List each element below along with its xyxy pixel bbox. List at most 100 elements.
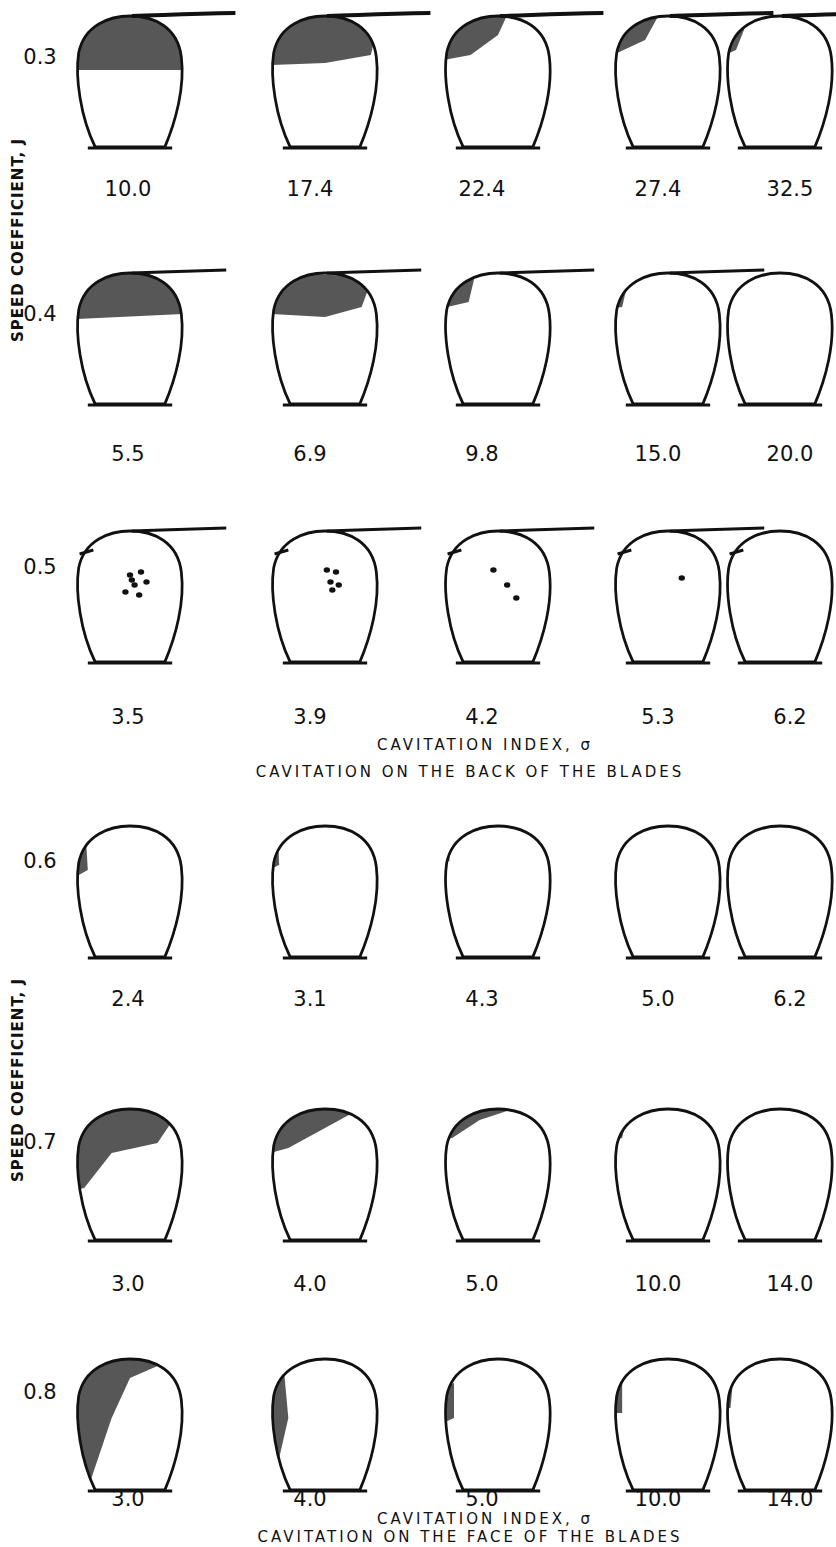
cavitation-bubble <box>679 575 685 581</box>
propeller-blade <box>616 528 765 663</box>
blade-root <box>456 1240 540 1243</box>
sigma-value: 4.0 <box>293 1488 326 1511</box>
cavitation-bubble <box>504 582 510 588</box>
blade-outline <box>273 531 378 662</box>
cavitation-region <box>270 272 373 317</box>
tip-vortex <box>782 13 836 16</box>
sigma-value: 3.5 <box>111 706 144 729</box>
cavitation-region <box>75 15 185 70</box>
sigma-value: 32.5 <box>767 178 814 201</box>
cavitation-bubble <box>490 567 496 573</box>
blade-root <box>738 1240 822 1243</box>
tip-vortex <box>670 528 764 531</box>
propeller-blade <box>270 1108 377 1241</box>
cavitation-bubble <box>122 589 128 595</box>
propeller-blade <box>443 13 603 148</box>
tip-vortex <box>132 270 226 273</box>
axis-title: SPEED COEFFICIENT, J <box>10 978 27 1182</box>
sigma-value: 5.5 <box>111 443 144 466</box>
propeller-blade <box>443 1359 550 1491</box>
row-value: 0.4 <box>23 303 56 326</box>
sigma-value: 10.0 <box>105 178 152 201</box>
axis-title: CAVITATION INDEX, σ <box>377 737 593 754</box>
propeller-blade <box>75 1358 182 1491</box>
blade-root <box>738 147 822 150</box>
blade-outline <box>78 273 183 404</box>
propeller-blade <box>728 273 833 405</box>
sigma-value: 6.9 <box>293 443 326 466</box>
tip-vortex <box>500 270 594 273</box>
blade-root <box>626 147 710 150</box>
sigma-value: 14.0 <box>767 1488 814 1511</box>
blade-root <box>456 147 540 150</box>
blade-outline <box>616 16 721 147</box>
blade-outline <box>273 1359 378 1490</box>
blade-outline <box>616 1359 721 1490</box>
cavitation-bubble <box>136 592 142 598</box>
propeller-blade <box>270 13 430 148</box>
blade-root <box>88 957 172 960</box>
propeller-blade <box>75 270 226 405</box>
propeller-blade <box>443 1108 550 1241</box>
blade-outline <box>273 826 378 957</box>
blade-root <box>626 404 710 407</box>
propeller-blade <box>613 13 773 148</box>
cavitation-bubble <box>127 572 133 578</box>
propeller-blade <box>728 531 833 663</box>
row-value: 0.7 <box>23 1131 56 1154</box>
cavitation-bubble <box>336 582 342 588</box>
tip-vortex <box>670 270 764 273</box>
blade-root <box>626 1240 710 1243</box>
sigma-value: 15.0 <box>635 443 682 466</box>
sigma-value: 17.4 <box>287 178 334 201</box>
sigma-value: 10.0 <box>635 1273 682 1296</box>
sigma-value: 4.3 <box>465 988 498 1011</box>
blade-outline <box>78 1109 183 1240</box>
blade-root <box>283 404 367 407</box>
cavitation-region <box>75 1358 176 1486</box>
sigma-value: 6.2 <box>773 988 806 1011</box>
cavitation-bubble <box>138 569 144 575</box>
cavitation-bubble <box>324 567 330 573</box>
row-value: 0.6 <box>23 850 56 873</box>
sigma-value: 4.0 <box>293 1273 326 1296</box>
blade-outline <box>273 16 378 147</box>
blade-root <box>283 147 367 150</box>
blade-root <box>283 662 367 665</box>
sigma-value: 5.0 <box>641 988 674 1011</box>
sigma-value: 22.4 <box>459 178 506 201</box>
blade-outline <box>446 273 551 404</box>
section-caption: CAVITATION ON THE BACK OF THE BLADES <box>256 764 684 781</box>
section-caption: CAVITATION ON THE FACE OF THE BLADES <box>257 1529 682 1546</box>
cavitation-bubble <box>129 577 135 583</box>
propeller-blade <box>270 826 377 958</box>
cavitation-region <box>270 15 380 65</box>
blade-outline <box>616 826 721 957</box>
blade-outline <box>728 273 833 404</box>
blade-root <box>738 404 822 407</box>
blade-outline <box>728 1359 833 1490</box>
sigma-value: 2.4 <box>111 988 144 1011</box>
propeller-blade <box>725 1109 832 1241</box>
blade-root <box>88 1240 172 1243</box>
blade-outline <box>728 826 833 957</box>
tip-vortex <box>500 528 594 531</box>
blade-outline <box>446 1109 551 1240</box>
sigma-value: 3.1 <box>293 988 326 1011</box>
cavitation-bubble <box>143 579 149 585</box>
tip-vortex <box>327 270 421 273</box>
row-value: 0.3 <box>23 46 56 69</box>
blade-root <box>456 404 540 407</box>
blade-outline <box>728 1109 833 1240</box>
row-value: 0.5 <box>23 556 56 579</box>
blade-root <box>456 662 540 665</box>
sigma-value: 6.2 <box>773 706 806 729</box>
blade-root <box>88 404 172 407</box>
tip-vortex <box>327 13 431 16</box>
blade-root <box>738 662 822 665</box>
propeller-blade <box>613 1359 720 1491</box>
sigma-value: 9.8 <box>465 443 498 466</box>
propeller-blade <box>613 270 764 405</box>
blade-root <box>738 957 822 960</box>
propeller-blade <box>613 1109 720 1241</box>
